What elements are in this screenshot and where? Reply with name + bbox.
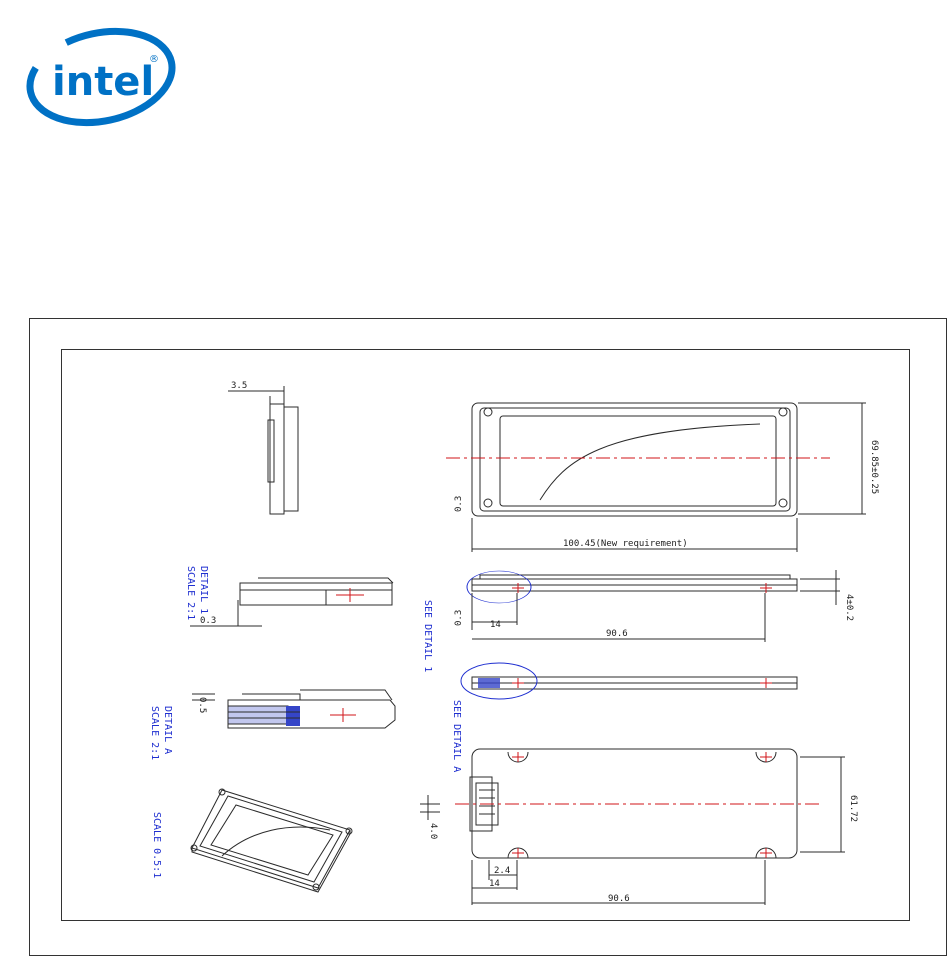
side-view-1-height-dim: 4±0.2 [844,594,854,621]
top-view-thickness-note: 0.3 [454,496,464,512]
bottom-view-connector-dim: 4.0 [428,823,438,839]
bottom-view-span-dim: 90.6 [608,894,630,904]
side-view-1 [467,570,840,642]
detail-a-title: DETAIL A [162,706,173,754]
isometric-view [191,789,352,892]
bottom-view-width-dim: 61.72 [848,795,858,822]
bottom-view [420,749,845,905]
detail-1-scale: SCALE 2:1 [185,566,196,620]
detail-1-view [190,578,393,626]
end-view [228,386,298,514]
top-view-width-dim: 69.85±0.25 [869,440,879,494]
top-view-length-dim: 100.45(New requirement) [563,539,688,549]
detail-a-view [192,690,395,728]
bottom-view-offset-dim: 14 [489,879,500,889]
side-view-2 [461,663,797,699]
detail-a-scale: SCALE 2:1 [149,706,160,760]
side-view-1-left-note: 0.3 [454,610,464,626]
top-view [446,403,866,552]
side-view-2-callout: SEE DETAIL A [451,700,462,772]
side-view-1-callout: SEE DETAIL 1 [422,600,433,672]
bottom-view-offset-dim2: 2.4 [494,866,510,876]
detail-1-dim: 0.3 [200,616,216,626]
detail-a-dim: 0.5 [197,697,207,713]
end-view-thickness-dim: 3.5 [231,381,247,391]
detail-1-title: DETAIL 1 [198,566,209,614]
iso-view-scale: SCALE 0.5:1 [151,812,162,878]
side-view-1-span-dim: 90.6 [606,629,628,639]
side-view-1-position-dim: 14 [490,620,501,630]
